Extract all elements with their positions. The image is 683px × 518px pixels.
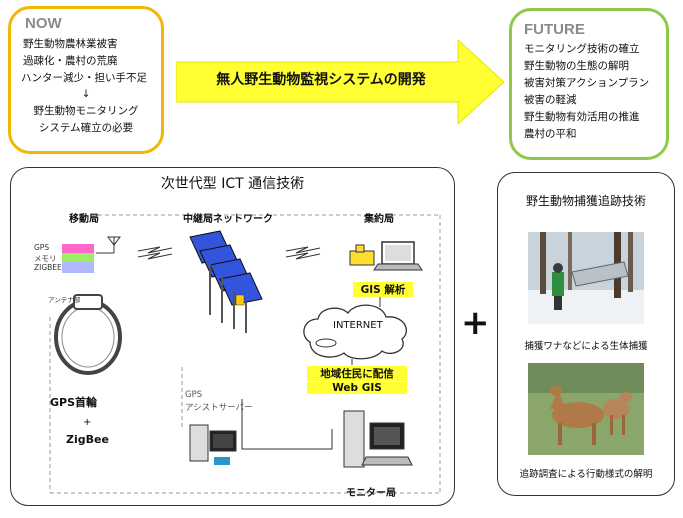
internet-cloud-icon: [303, 304, 407, 360]
now-box: NOW 野生動物農林業被害 過疎化・農村の荒廃 ハンター減少・担い手不足 ↓ 野…: [8, 6, 164, 154]
future-line-6: 農村の平和: [524, 128, 577, 140]
future-line-3: 被害対策アクションプラン: [524, 77, 650, 89]
future-box: FUTURE モニタリング技術の確立 野生動物の生態の解明 被害対策アクションプ…: [509, 8, 669, 160]
ict-diagram: [49, 214, 441, 494]
capture-title: 野生動物捕獲追跡技術: [525, 194, 646, 208]
future-line-2: 野生動物の生態の解明: [524, 60, 629, 72]
trap-photo-caption: 捕獲ワナなどによる生体捕獲: [524, 341, 648, 352]
deer-photo-caption: 追跡調査による行動様式の解明: [519, 469, 653, 480]
trap-photo: [528, 232, 644, 324]
monitor-station-icon: [343, 410, 413, 468]
gis-analysis-label: GIS 解析: [353, 282, 413, 297]
now-line-2: 過疎化・農村の荒廃: [23, 55, 118, 67]
future-line-5: 野生動物有効活用の推進: [524, 111, 640, 123]
collection-laptop-icon: [349, 241, 423, 271]
distribution-line-1: 地域住民に配信: [307, 366, 407, 381]
capture-box: [497, 172, 675, 496]
zigbee-module-label: ZIGBEE: [34, 263, 62, 272]
now-line-3: ハンター減少・担い手不足: [21, 72, 147, 84]
now-heading: NOW: [25, 15, 62, 32]
future-line-4: 被害の軽減: [524, 94, 577, 106]
device-module-icon: [62, 236, 121, 273]
now-down-arrow: ↓: [81, 88, 91, 100]
ict-box: [10, 167, 455, 506]
relay-network-label: 中継局ネットワーク: [183, 214, 273, 225]
deer-photo: [528, 363, 644, 455]
now-line-5: 野生動物モニタリング: [33, 105, 139, 117]
now-line-1: 野生動物農林業被害: [23, 38, 118, 50]
gps-module-label: GPS: [34, 243, 50, 252]
zigbee-label: ZigBee: [66, 433, 109, 446]
plus-sign: +: [461, 303, 490, 343]
arrow-label: 無人野生動物監視システムの開発: [216, 72, 426, 88]
future-line-1: モニタリング技術の確立: [524, 43, 640, 55]
distribution-line-2: Web GIS: [307, 382, 407, 394]
future-heading: FUTURE: [524, 21, 585, 38]
antenna-label: アンテナ部: [48, 296, 81, 304]
collection-station-label: 集約局: [364, 214, 394, 225]
memory-module-label: メモリ: [34, 254, 57, 263]
monitor-station-label: モニター局: [346, 488, 396, 499]
gps-collar-icon: [54, 294, 122, 375]
wireless-link-icon: [137, 246, 321, 260]
assist-server-label-2: アシストサーバー: [185, 403, 253, 413]
relay-solar-panel-icon: [189, 230, 263, 333]
mobile-station-label: 移動局: [69, 214, 99, 225]
collar-plus-label: +: [83, 417, 92, 428]
development-arrow: [176, 40, 505, 124]
internet-label: INTERNET: [333, 320, 383, 331]
assist-server-icon: [189, 424, 237, 465]
ict-title: 次世代型 ICT 通信技術: [160, 176, 305, 192]
gps-collar-label: GPS首輪: [50, 396, 98, 409]
now-line-6: システム確立の必要: [38, 122, 134, 134]
assist-server-label-1: GPS: [185, 390, 203, 400]
